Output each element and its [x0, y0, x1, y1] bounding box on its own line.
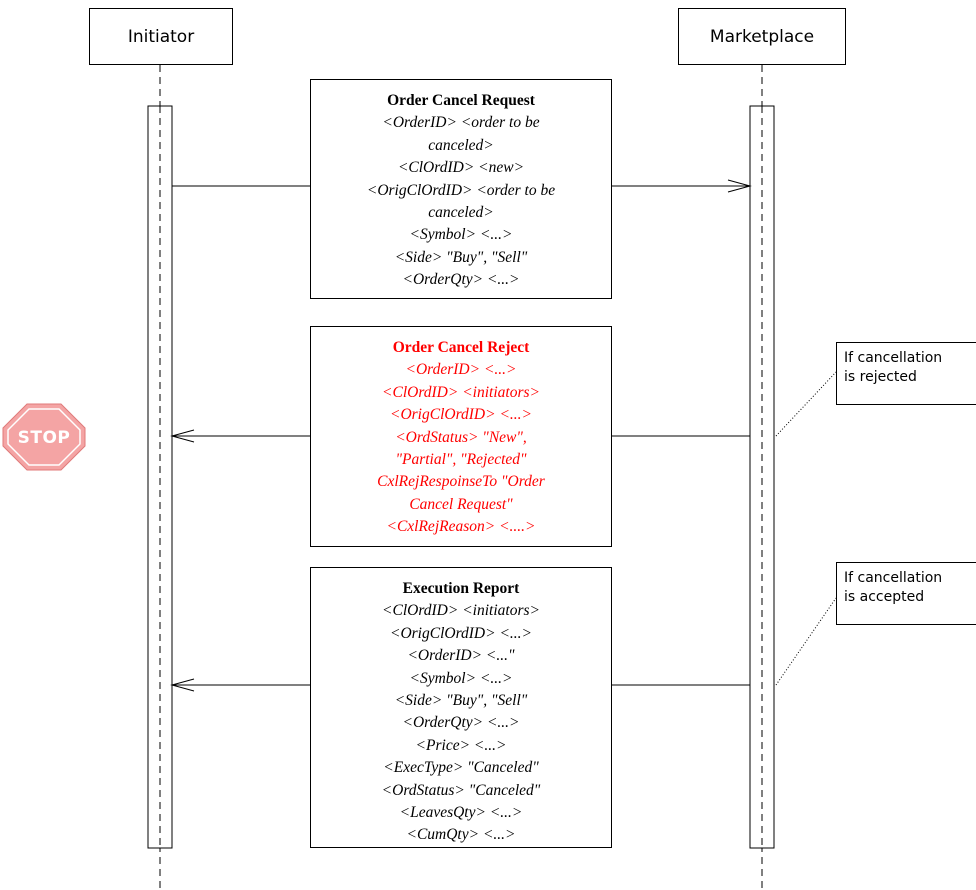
message-field: <OrderID> <..."	[407, 647, 515, 665]
message-field: <ClOrdID> <new>	[397, 159, 525, 177]
message-field: <OrderID> <order to be	[382, 114, 540, 132]
message-field: <OrigClOrdID> <order to be	[366, 181, 556, 199]
message-field: <Side> "Buy", "Sell"	[394, 248, 528, 266]
message-field: <OrdStatus> "Canceled"	[381, 781, 541, 799]
note-cancellation-accepted: If cancellation is accepted	[836, 562, 976, 625]
message-field: <OrderID> <...>	[405, 361, 517, 379]
message-field: <ClOrdID> <initiators>	[382, 602, 540, 620]
note-line: If cancellation	[844, 570, 943, 586]
note-rejected-connector	[775, 371, 837, 437]
message-field: <OrderQty> <...>	[402, 271, 520, 289]
message-title: Execution Report	[402, 580, 520, 597]
message-field: <Symbol> <...>	[409, 669, 513, 687]
execution-report-arrow	[170, 678, 750, 692]
execution-report-box: Execution Report <ClOrdID> <initiators> …	[310, 567, 612, 848]
order-cancel-reject-arrow	[170, 429, 750, 443]
message-field: "Partial", "Rejected"	[395, 451, 527, 469]
message-field: Cancel Request"	[409, 495, 513, 513]
message-field: <ClOrdID> <initiators>	[382, 383, 540, 401]
message-field: <OrdStatus> "New",	[395, 428, 527, 446]
note-cancellation-rejected: If cancellation is rejected	[836, 342, 976, 405]
message-title: Order Cancel Request	[387, 92, 535, 109]
message-title: Order Cancel Reject	[392, 339, 530, 356]
note-line: If cancellation	[844, 350, 943, 366]
message-field: <OrderQty> <...>	[402, 714, 520, 732]
stop-sign-label: STOP	[18, 428, 71, 448]
order-cancel-request-box: Order Cancel Request <OrderID> <order to…	[310, 79, 612, 299]
message-field: canceled>	[428, 136, 494, 154]
actor-initiator: Initiator	[89, 8, 233, 65]
message-field: <CxlRejReason> <....>	[386, 518, 536, 536]
message-field: <Price> <...>	[415, 736, 507, 754]
message-field: <Side> "Buy", "Sell"	[394, 692, 528, 710]
order-cancel-reject-box: Order Cancel Reject <OrderID> <...> <ClO…	[310, 326, 612, 547]
message-field: <ExecType> "Canceled"	[383, 759, 539, 777]
actor-initiator-label: Initiator	[127, 26, 195, 47]
message-field: <LeavesQty> <...>	[399, 804, 523, 822]
note-line: is accepted	[844, 589, 925, 605]
note-accepted-connector	[775, 597, 837, 686]
message-field: <OrigClOrdID> <...>	[389, 406, 533, 424]
message-field: <Symbol> <...>	[409, 226, 513, 244]
message-field: canceled>	[428, 204, 494, 222]
stop-sign-icon: STOP	[2, 403, 86, 471]
message-field: CxlRejRespoinseTo "Order	[377, 473, 545, 491]
actor-marketplace-label: Marketplace	[709, 26, 815, 47]
note-line: is rejected	[844, 369, 917, 385]
message-field: <CumQty> <...>	[406, 826, 516, 844]
message-field: <OrigClOrdID> <...>	[389, 624, 533, 642]
actor-marketplace: Marketplace	[678, 8, 846, 65]
order-cancel-request-arrow	[172, 179, 752, 193]
